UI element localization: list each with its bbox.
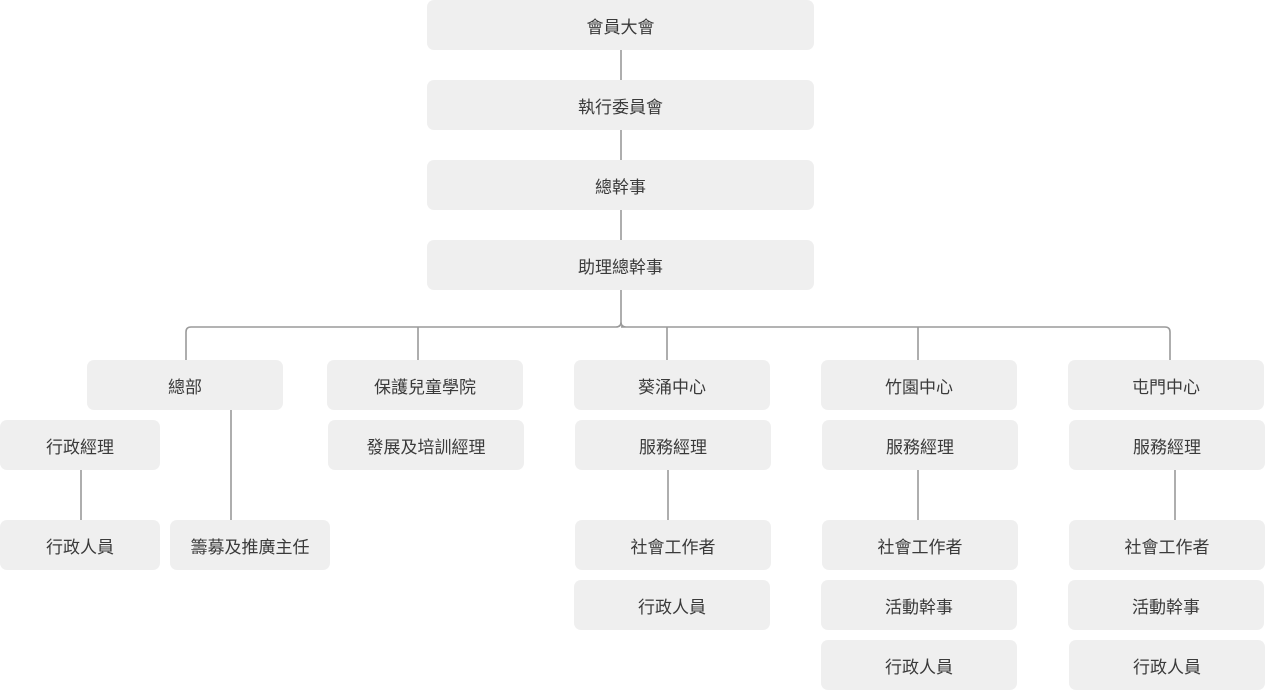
node-child-protection-academy: 保護兒童學院 bbox=[327, 360, 523, 410]
node-executive-committee: 執行委員會 bbox=[427, 80, 814, 130]
connector-assistant-branches bbox=[185, 290, 1171, 360]
node-tuen-mun-service-manager: 服務經理 bbox=[1069, 420, 1265, 470]
node-kwai-chung-admin-staff: 行政人員 bbox=[574, 580, 770, 630]
node-kwai-chung-service-manager: 服務經理 bbox=[575, 420, 771, 470]
node-general-assembly: 會員大會 bbox=[427, 0, 814, 50]
node-tuen-mun-activity-officer: 活動幹事 bbox=[1068, 580, 1264, 630]
node-hq-admin-staff: 行政人員 bbox=[0, 520, 160, 570]
node-tuen-mun-centre: 屯門中心 bbox=[1068, 360, 1264, 410]
node-chuk-yuen-activity-officer: 活動幹事 bbox=[821, 580, 1017, 630]
node-chuk-yuen-service-manager: 服務經理 bbox=[822, 420, 1018, 470]
node-academy-training-manager: 發展及培訓經理 bbox=[328, 420, 524, 470]
node-kwai-chung-social-worker: 社會工作者 bbox=[575, 520, 771, 570]
node-hq-admin-manager: 行政經理 bbox=[0, 420, 160, 470]
node-hq-fundraising-officer: 籌募及推廣主任 bbox=[170, 520, 330, 570]
node-headquarters: 總部 bbox=[87, 360, 283, 410]
node-chuk-yuen-admin-staff: 行政人員 bbox=[821, 640, 1017, 690]
node-tuen-mun-admin-staff: 行政人員 bbox=[1069, 640, 1265, 690]
node-assistant-director: 助理總幹事 bbox=[427, 240, 814, 290]
node-chuk-yuen-centre: 竹園中心 bbox=[821, 360, 1017, 410]
node-director: 總幹事 bbox=[427, 160, 814, 210]
node-chuk-yuen-social-worker: 社會工作者 bbox=[822, 520, 1018, 570]
node-tuen-mun-social-worker: 社會工作者 bbox=[1069, 520, 1265, 570]
node-kwai-chung-centre: 葵涌中心 bbox=[574, 360, 770, 410]
